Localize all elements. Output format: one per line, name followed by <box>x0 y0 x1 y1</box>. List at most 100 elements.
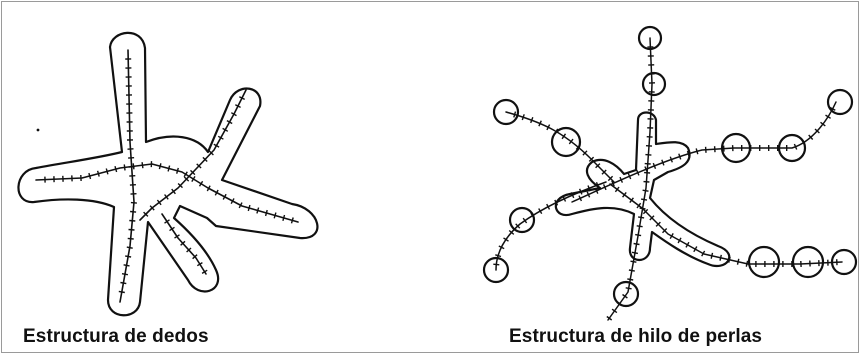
skeleton-tick <box>290 217 294 224</box>
skeleton-tick <box>164 219 170 224</box>
skeleton-tick <box>177 182 183 189</box>
skeleton-tick <box>158 163 162 170</box>
skeleton-tick <box>503 237 509 242</box>
skeleton-tick <box>636 202 642 209</box>
skeleton-tick <box>561 133 567 140</box>
caption-pearl-string-structure: Estructura de hilo de perlas <box>509 326 763 347</box>
skeleton-tick <box>88 172 92 180</box>
skeleton-tick <box>206 185 211 192</box>
skeleton-tick <box>226 119 233 125</box>
skeleton-tick <box>630 260 637 263</box>
skeleton-tick <box>601 169 607 175</box>
skeleton-tick <box>628 269 635 272</box>
skeleton-tick <box>121 273 129 276</box>
skeleton-tick <box>127 237 134 240</box>
skeleton-tick <box>495 254 502 258</box>
skeleton-branch-left <box>35 163 299 223</box>
skeleton-tick <box>629 197 634 204</box>
pearl-string-vertical <box>607 37 653 321</box>
skeleton-tick <box>190 169 196 176</box>
skeleton-tick <box>282 214 286 221</box>
skeleton-tick <box>141 162 144 169</box>
stray-dot <box>36 128 40 132</box>
skeleton-tick <box>214 189 219 196</box>
skeleton-tick <box>167 165 171 172</box>
skeleton-tick <box>636 225 643 228</box>
skeleton-tick <box>820 121 826 127</box>
skeleton-tick <box>825 114 831 119</box>
skeleton-tick <box>213 143 220 148</box>
skeleton-tick <box>619 176 624 183</box>
skeleton-tick <box>677 237 682 244</box>
skeleton-tick <box>238 96 246 101</box>
skeleton-tick <box>642 208 649 215</box>
skeleton-tick <box>234 104 241 109</box>
skeleton-tick <box>635 169 640 176</box>
pearl-string-right <box>571 101 837 203</box>
skeleton-tick <box>530 117 534 124</box>
skeleton-tick <box>642 189 649 192</box>
skeleton-tick <box>126 246 133 249</box>
skeleton-tick <box>273 212 277 219</box>
skeleton-tick <box>570 192 575 199</box>
skeleton-tick <box>611 180 615 187</box>
skeleton-tick <box>183 171 188 178</box>
skeleton-tick <box>180 240 186 246</box>
skeleton-tick <box>633 242 640 246</box>
skeleton-tick <box>96 170 100 177</box>
skeleton-tick <box>693 246 698 253</box>
skeleton-tick <box>114 166 118 173</box>
skeleton-tick <box>191 176 196 182</box>
skeleton-tick <box>686 150 690 157</box>
pearl <box>482 256 510 284</box>
pearl <box>637 25 663 51</box>
skeleton-tick <box>719 254 722 261</box>
skeleton-tick <box>169 226 175 232</box>
skeleton-tick <box>616 301 623 306</box>
skeleton-tick <box>575 144 581 150</box>
skeleton-tick <box>685 241 690 248</box>
skeleton-tick <box>554 199 559 206</box>
skeleton-tick <box>515 223 521 229</box>
skeleton-tick <box>143 211 149 217</box>
skeleton-tick <box>208 150 214 156</box>
skeleton-tick <box>183 176 190 182</box>
skeleton-tick <box>538 120 542 127</box>
skeleton-tick <box>594 187 599 194</box>
skeleton-tick <box>622 191 627 198</box>
pearl <box>747 245 781 279</box>
skeleton-tick <box>123 264 130 267</box>
skeleton-tick <box>130 210 137 213</box>
skeleton-tick <box>611 308 618 314</box>
skeleton-tick <box>627 173 632 180</box>
skeleton-tick <box>186 247 192 253</box>
finger-region-outline <box>17 31 319 317</box>
skeleton-tick <box>678 153 682 160</box>
skeleton-tick <box>164 194 169 200</box>
skeleton-tick <box>264 209 268 217</box>
skeleton-tick <box>655 221 661 227</box>
skeleton-tick <box>521 114 525 121</box>
finger-structure-diagram <box>17 31 319 317</box>
skeleton-tick <box>640 198 648 201</box>
pearls <box>482 25 858 308</box>
skeleton-tick <box>728 256 731 263</box>
skeleton-tick <box>669 156 673 163</box>
skeleton-tick <box>588 156 595 162</box>
skeleton-tick <box>829 106 836 111</box>
skeleton-branch-upper-right <box>139 89 247 221</box>
pearl <box>826 88 854 116</box>
skeleton-tick <box>568 138 574 145</box>
skeleton-tick <box>635 233 642 237</box>
skeleton-tick <box>171 188 176 195</box>
skeleton-tick <box>562 195 567 202</box>
skeleton-tick <box>595 181 600 189</box>
skeleton-tick <box>695 148 699 155</box>
skeleton-tick <box>222 127 229 132</box>
skeleton-tick <box>649 215 655 221</box>
skeleton-tick <box>132 163 135 170</box>
pearl <box>550 126 582 158</box>
skeleton-tick <box>710 252 714 259</box>
